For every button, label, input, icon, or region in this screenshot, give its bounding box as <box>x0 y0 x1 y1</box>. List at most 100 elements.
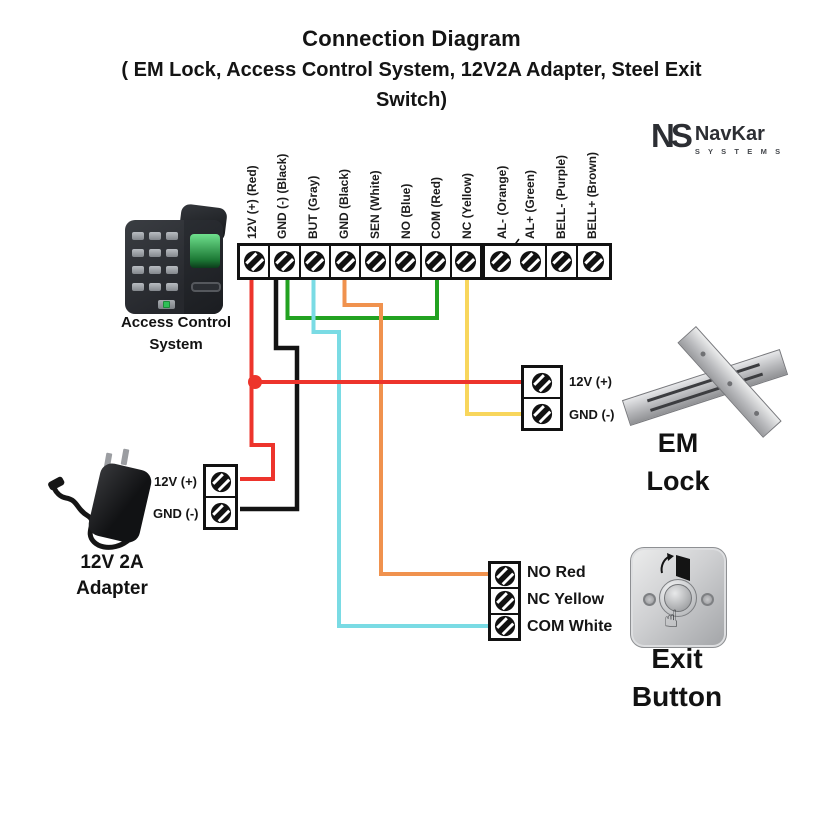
pin-label-al-minus: AL- (Orange) <box>495 165 509 239</box>
wire-gnd-to-adapter-black <box>240 280 300 512</box>
terminal-al-pair <box>485 246 548 277</box>
adapter-12v-label: 12V (+) <box>154 474 197 489</box>
power-adapter-image <box>48 448 168 558</box>
terminal-sen <box>361 246 392 277</box>
adapter-gnd-label: GND (-) <box>153 506 199 521</box>
em-lock-caption-line2: Lock <box>646 466 710 496</box>
terminal-no <box>391 246 422 277</box>
screw-icon <box>334 250 356 273</box>
page-title: Connection Diagram <box>302 26 521 51</box>
terminal-nc <box>452 246 485 277</box>
armature-screw-dot <box>726 380 734 388</box>
keypad-key <box>149 283 161 291</box>
pin-label-sen: SEN (White) <box>368 170 382 239</box>
pin-label-bell-plus: BELL+ (Brown) <box>585 152 599 239</box>
access-control-caption-line1: Access Control <box>120 314 232 331</box>
screw-hole <box>701 593 714 606</box>
adapter-terminal-gnd <box>206 498 235 527</box>
pin-label-al-plus: AL+ (Green) <box>523 169 537 239</box>
keypad-key <box>149 266 161 274</box>
keypad-key <box>132 283 144 291</box>
adapter-terminal-12v <box>206 467 235 498</box>
screw-icon <box>519 250 541 273</box>
armature-screw-dot <box>753 409 761 417</box>
exit-terminal-block <box>488 561 521 641</box>
navkar-logo-name: NavKar <box>694 123 765 145</box>
navkar-logo-tagline: S Y S T E M S <box>694 147 784 156</box>
access-control-caption-line2: System <box>149 336 203 353</box>
terminal-bell-plus <box>578 246 609 277</box>
lock-key <box>158 300 175 309</box>
keypad-key <box>166 266 178 274</box>
navkar-logo: NS NavKar S Y S T E M S <box>651 119 783 156</box>
wire-nc-to-lock-gnd-yellow <box>465 280 523 416</box>
screw-icon <box>273 250 295 273</box>
keypad-key <box>149 249 161 257</box>
page-subtitle-line2: Switch) <box>375 89 448 111</box>
keypad-key <box>132 266 144 274</box>
keypad-key <box>166 283 178 291</box>
screw-icon <box>531 403 553 424</box>
wire-12v-to-adapter-red <box>240 280 275 481</box>
screw-icon <box>243 250 265 273</box>
adapter-cord <box>48 476 139 550</box>
pin-label-gnd-minus: GND (-) (Black) <box>275 153 289 239</box>
keypad-key <box>149 232 161 240</box>
terminal-but <box>301 246 331 277</box>
em-lock-gnd-label: GND (-) <box>569 407 615 422</box>
screw-icon <box>494 565 515 586</box>
em-lock-terminal-block <box>521 365 563 431</box>
exit-terminal-nc <box>491 589 518 615</box>
terminal-gnd-minus <box>270 246 301 277</box>
terminal-com <box>422 246 453 277</box>
screw-icon <box>364 250 386 273</box>
pin-label-nc: NC (Yellow) <box>460 172 474 239</box>
press-hand-icon: ☝ <box>664 605 679 633</box>
keypad-key <box>166 232 178 240</box>
armature-screw-dot <box>699 350 707 358</box>
adapter-caption-line2: Adapter <box>76 578 148 599</box>
pin-label-12v: 12V (+) (Red) <box>245 165 259 239</box>
pin-label-no: NO (Blue) <box>399 183 413 239</box>
main-terminal-strip <box>237 243 612 280</box>
door-icon <box>660 553 690 581</box>
exit-terminal-no <box>491 564 518 590</box>
exit-com-label: COM White <box>527 618 613 635</box>
screw-icon <box>395 250 417 273</box>
exit-no-label: NO Red <box>527 564 586 581</box>
pin-label-bell-minus: BELL- (Purple) <box>554 155 568 239</box>
screw-icon <box>210 471 231 492</box>
adapter-caption-line1: 12V 2A <box>80 552 144 573</box>
exit-nc-label: NC Yellow <box>527 591 605 608</box>
exit-button-caption-line2: Button <box>631 681 723 712</box>
pin-label-but: BUT (Gray) <box>306 175 320 239</box>
terminal-bell-minus <box>547 246 579 277</box>
keypad-key <box>132 232 144 240</box>
screw-icon <box>489 250 511 273</box>
screw-icon <box>494 616 515 637</box>
screw-icon <box>455 250 477 273</box>
screw-icon <box>304 250 326 273</box>
screw-icon <box>551 250 573 273</box>
adapter-terminal-block <box>203 464 238 530</box>
keypad <box>132 232 182 294</box>
page-subtitle-line1: ( EM Lock, Access Control System, 12V2A … <box>121 59 702 81</box>
terminal-12v <box>240 246 271 277</box>
wire-gnd-to-com-green <box>285 280 439 320</box>
em-lock-image <box>618 326 793 438</box>
em-lock-terminal-12v <box>524 368 560 399</box>
screw-hole <box>643 593 656 606</box>
em-lock-caption-line1: EM <box>657 428 699 458</box>
wire-but-to-exit-com-cyan <box>311 280 488 628</box>
exit-terminal-com <box>491 615 518 638</box>
em-lock-12v-label: 12V (+) <box>569 374 612 389</box>
pin-label-com: COM (Red) <box>429 177 443 239</box>
terminal-gnd <box>331 246 362 277</box>
screw-icon <box>494 590 515 612</box>
em-lock-terminal-gnd <box>524 399 560 428</box>
card-swipe-slot <box>191 282 221 292</box>
navkar-monogram-icon: NS <box>651 117 693 154</box>
access-control-device <box>120 203 230 318</box>
